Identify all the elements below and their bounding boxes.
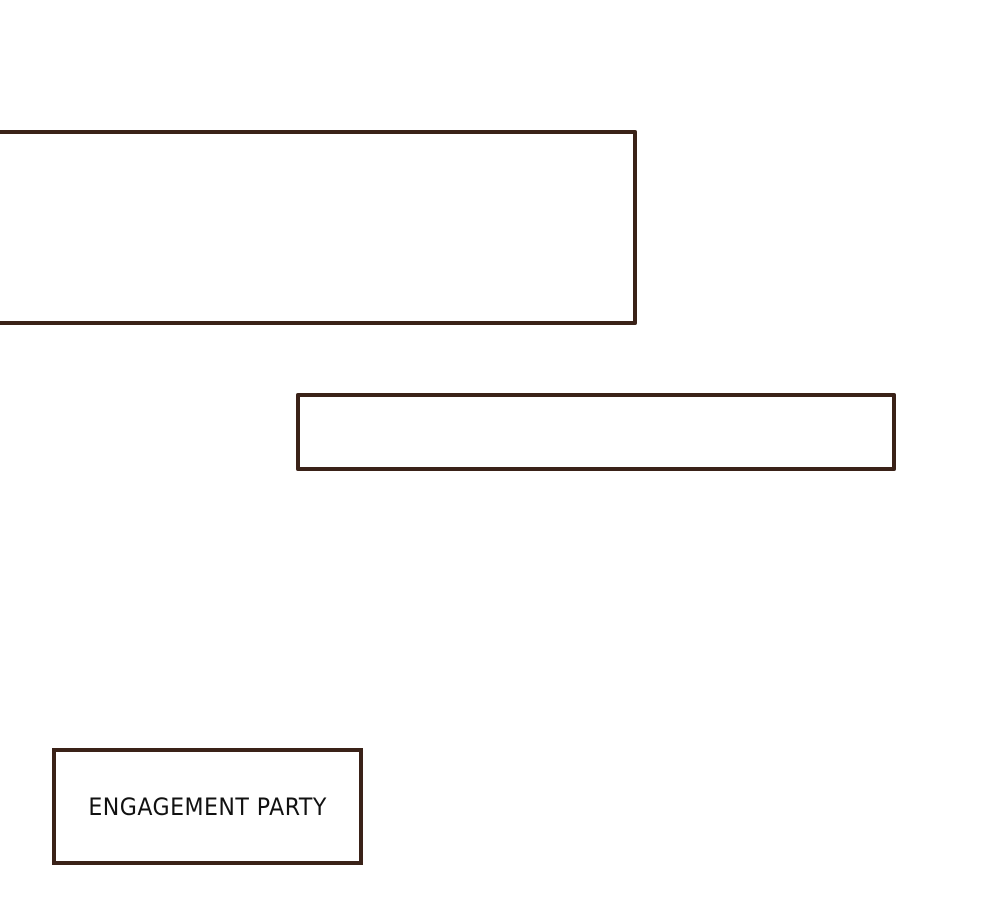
top-panel-frame — [0, 130, 637, 325]
caption-box: ENGAGEMENT PARTY — [52, 748, 363, 865]
caption-text: ENGAGEMENT PARTY — [88, 792, 327, 821]
middle-panel-frame — [296, 393, 896, 471]
